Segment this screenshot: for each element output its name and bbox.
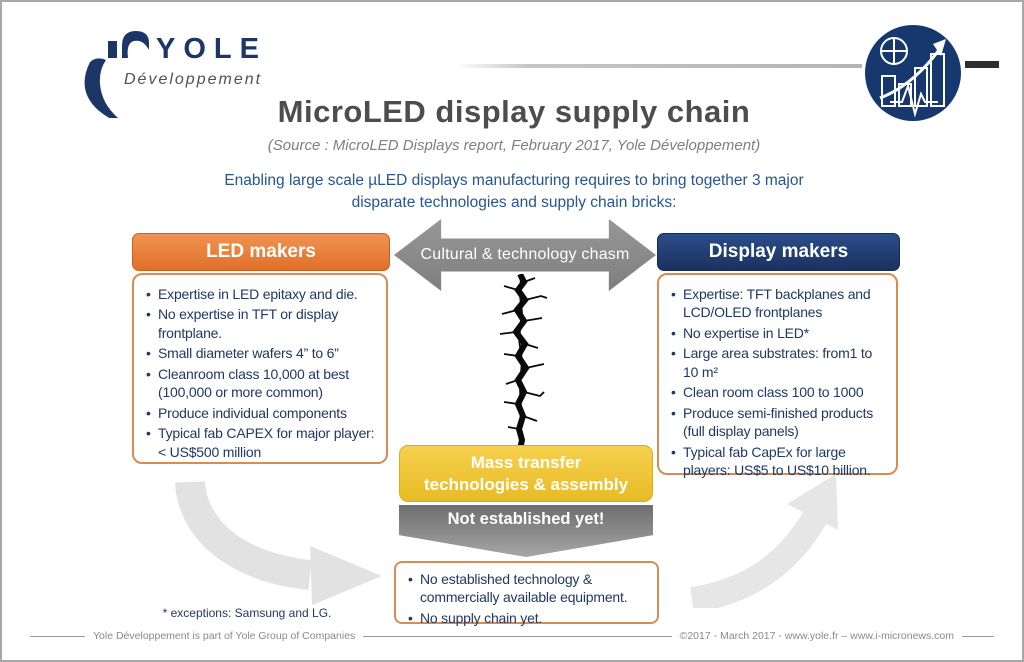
yole-logo-graphic: YOLE Développement xyxy=(84,31,267,124)
mass-transfer-list: No established technology & commercially… xyxy=(408,570,651,628)
source-line: (Source : MicroLED Displays report, Febr… xyxy=(267,137,761,154)
display-makers-header: Display makers xyxy=(657,233,900,271)
header-divider-line xyxy=(454,64,862,68)
intro-text: Enabling large scale µLED displays manuf… xyxy=(164,170,864,215)
list-item: No supply chain yet. xyxy=(408,609,651,628)
curved-arrow-left-icon xyxy=(160,478,400,606)
list-item: No established technology & commercially… xyxy=(408,570,651,607)
footer-line-segment xyxy=(363,635,672,637)
crack-graphic xyxy=(480,272,560,450)
intro-line-2: disparate technologies and supply chain … xyxy=(351,194,677,212)
chasm-label: Cultural & technology chasm xyxy=(420,246,630,263)
list-item: Large area substrates: from1 to 10 m² xyxy=(671,344,890,381)
list-item: Cleanroom class 10,000 at best (100,000 … xyxy=(146,365,380,402)
footer-right-text: ©2017 - March 2017 - www.yole.fr – www.i… xyxy=(679,630,954,642)
list-item: No expertise in TFT or display frontplan… xyxy=(146,305,380,342)
curved-arrow-right-icon xyxy=(684,470,874,613)
yole-logo-subtitle: Développement xyxy=(124,71,262,88)
intro-line-1: Enabling large scale µLED displays manuf… xyxy=(224,172,804,189)
footer: Yole Développement is part of Yole Group… xyxy=(30,630,994,642)
yole-logo-bar xyxy=(108,41,117,58)
yole-logo: YOLE Développement xyxy=(60,14,270,124)
yole-logo-arc xyxy=(122,31,149,58)
growth-arrow-icon xyxy=(879,49,941,100)
list-item: Small diameter wafers 4” to 6” xyxy=(146,344,380,363)
led-makers-list: Expertise in LED epitaxy and die. No exp… xyxy=(146,285,380,461)
header-dash-right xyxy=(965,61,999,68)
list-item: Produce individual components xyxy=(146,404,380,423)
yole-logo-swoosh xyxy=(84,58,126,124)
charts-emblem-icon xyxy=(862,22,964,124)
footnote: * exceptions: Samsung and LG. xyxy=(162,606,332,620)
mass-transfer-box: Mass transfer technologies & assembly xyxy=(399,445,653,502)
yole-logo-wordmark: YOLE xyxy=(156,33,267,65)
list-item: Typical fab CAPEX for major player: < US… xyxy=(146,424,380,461)
mass-transfer-detail-box: No established technology & commercially… xyxy=(394,561,659,628)
list-item: Expertise in LED epitaxy and die. xyxy=(146,285,380,304)
list-item: No expertise in LED* xyxy=(671,324,890,343)
led-makers-box: Expertise in LED epitaxy and die. No exp… xyxy=(132,273,388,464)
not-established-banner: Not established yet! xyxy=(399,505,653,557)
list-item: Expertise: TFT backplanes and LCD/OLED f… xyxy=(671,285,890,322)
led-makers-header: LED makers xyxy=(132,233,390,271)
footer-line-segment xyxy=(962,635,994,637)
list-item: Produce semi-finished products (full dis… xyxy=(671,404,890,441)
display-makers-box: Expertise: TFT backplanes and LCD/OLED f… xyxy=(657,273,898,478)
page-title: MicroLED display supply chain xyxy=(277,94,751,129)
display-makers-list: Expertise: TFT backplanes and LCD/OLED f… xyxy=(671,285,890,480)
list-item: Typical fab CapEx for large players: US$… xyxy=(671,443,890,480)
list-item: Clean room class 100 to 1000 xyxy=(671,383,890,402)
footer-left-text: Yole Développement is part of Yole Group… xyxy=(93,630,356,642)
heartbeat-line-icon xyxy=(890,82,938,118)
footer-line-segment xyxy=(30,635,85,637)
